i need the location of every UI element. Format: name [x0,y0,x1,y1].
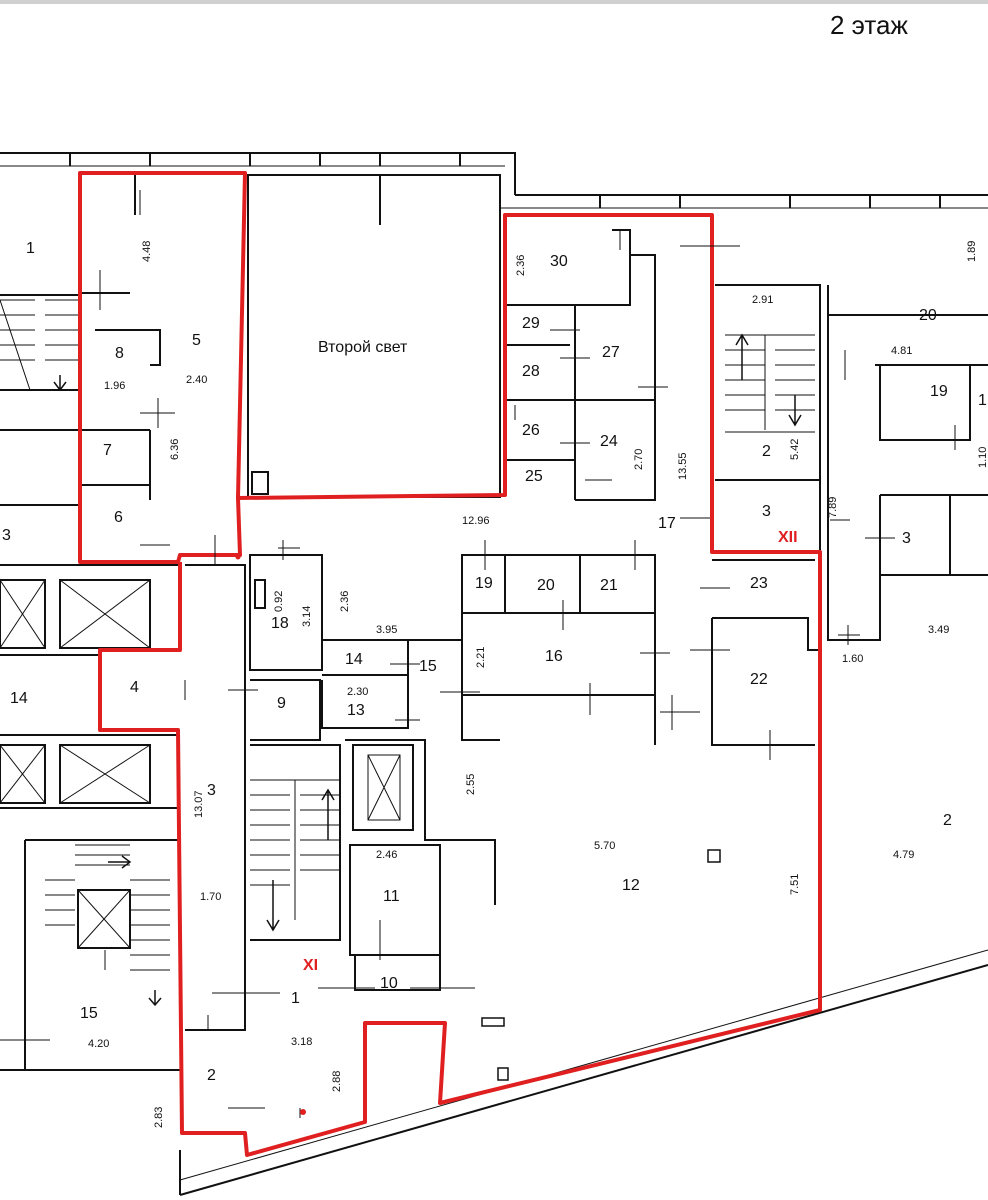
dim-label: 1.89 [966,241,978,262]
walls [0,152,988,1196]
dim-label: 1.96 [104,380,125,392]
room-number: 9 [277,695,286,712]
room-number: 22 [750,671,768,688]
room-number: 8 [115,345,124,362]
label-zone-xi: XI [303,957,318,974]
boundary-vtoroy-svet [237,215,507,500]
room-number: 5 [192,332,201,349]
room-number: 19 [475,575,493,592]
dim-label: 2.88 [331,1071,343,1092]
room-number: 11 [383,888,400,905]
room-number: 28 [522,363,540,380]
dimension-marks [0,190,956,1118]
dim-label: 3.18 [291,1036,312,1048]
room-number: 25 [525,468,543,485]
dim-label: 0.92 [273,591,285,612]
room-number: 16 [545,648,563,665]
room-number: 20 [919,307,937,324]
room-number: 17 [658,515,676,532]
room-number: 1 [978,392,987,409]
room-number: 2 [762,443,771,460]
dim-label: 7.89 [827,497,839,518]
floor-title: 2 этаж [830,10,908,40]
room-number: 6 [114,509,123,526]
room-number: 2 [207,1067,216,1084]
room-number: 14 [345,651,363,668]
dim-label: 2.83 [153,1107,165,1128]
dim-label: 2.55 [465,774,477,795]
room-number: 21 [600,577,618,594]
dim-label: 2.46 [376,849,397,861]
dim-label: 2.40 [186,374,207,386]
dim-label: 2.36 [339,591,351,612]
room-number: 3 [207,782,216,799]
dim-label: 3.14 [301,606,313,627]
room-number: 23 [750,575,768,592]
dim-label: 4.48 [141,241,153,262]
room-number: 3 [762,503,771,520]
room-number: 26 [522,422,540,439]
dim-label: 2.91 [752,294,773,306]
dim-label: 2.70 [633,449,645,470]
dim-label: 4.81 [891,345,912,357]
zone-boundaries [78,171,822,1157]
boundary-xi [98,213,822,1157]
dim-label: 3.49 [928,624,949,636]
room-labels: Второй свет XI XII 1 5 8 7 6 3 14 4 3 15… [2,240,987,1084]
dim-label: 4.20 [88,1038,109,1050]
dim-label: 6.36 [169,439,181,460]
room-number: 7 [103,442,112,459]
room-number: 14 [10,690,28,707]
marker-dot [235,554,241,560]
room-number: 1 [291,990,300,1007]
marker-dot [300,1109,306,1115]
room-number: 15 [80,1005,98,1022]
room-number: 24 [600,433,618,450]
room-number: 3 [2,527,11,544]
room-number: 19 [930,383,948,400]
dim-label: 2.21 [475,647,487,668]
room-number: 3 [902,530,911,547]
columns [481,849,721,1081]
top-border [0,0,988,4]
room-number: 29 [522,315,540,332]
room-number: 13 [347,702,365,719]
room-number: 27 [602,344,620,361]
dim-label: 4.79 [893,849,914,861]
label-zone-xii: XII [778,529,798,546]
dim-label: 2.30 [347,686,368,698]
room-number: 12 [622,877,640,894]
room-number: 15 [419,658,437,675]
room-number: 4 [130,679,139,696]
dim-label: 5.70 [594,840,615,852]
label-vtoroy-svet: Второй свет [318,339,408,356]
room-number: 10 [380,975,398,992]
room-number: 18 [271,615,289,632]
dim-label: 1.70 [200,891,221,903]
room-number: 30 [550,253,568,270]
room-number: 2 [943,812,952,829]
dim-label: 2.36 [515,255,527,276]
dim-label: 5.42 [789,439,801,460]
dim-label: 13.07 [193,790,205,818]
dim-label: 3.95 [376,624,397,636]
dim-label: 7.51 [789,874,801,895]
boundary-room-5 [78,171,247,564]
dimension-labels: 4.48 1.96 2.40 6.36 13.07 1.70 4.20 2.83… [88,241,988,1128]
room-number: 20 [537,577,555,594]
room-number: 1 [26,240,35,257]
dim-label: 13.55 [677,452,689,480]
dim-label: 1.60 [842,653,863,665]
dim-label: 12.96 [462,515,490,527]
dim-label: 1.10 [977,447,988,468]
stair-arrows [53,333,802,1007]
